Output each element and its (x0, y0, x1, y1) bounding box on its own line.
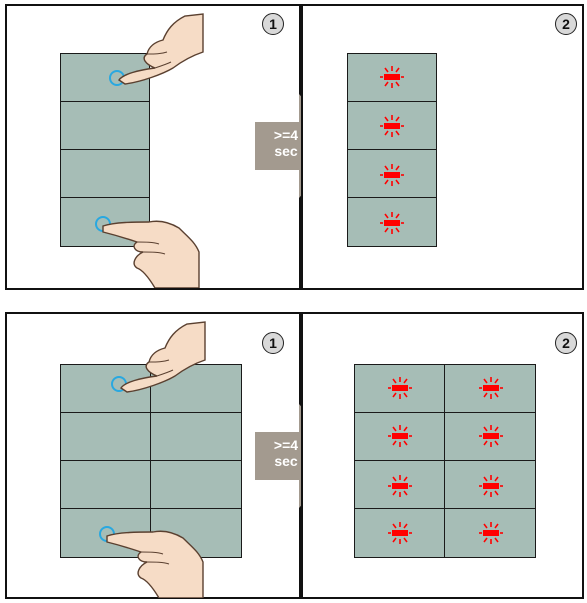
step-number-badge: 1 (262, 332, 284, 354)
led-blink-icon (479, 521, 503, 545)
step-number-badge: 1 (262, 13, 284, 35)
keypad-key (60, 460, 152, 510)
finger-pointing-icon (105, 522, 205, 598)
step-number-badge: 2 (555, 332, 577, 354)
led-blink-icon (380, 163, 404, 187)
led-blink-icon (388, 424, 412, 448)
keypad-key (60, 149, 150, 199)
keypad-key (150, 412, 242, 462)
led-blink-icon (388, 521, 412, 545)
finger-pointing-icon (101, 212, 201, 288)
led-blink-icon (388, 376, 412, 400)
keypad-key (150, 460, 242, 510)
keypad-key (60, 101, 150, 151)
led-blink-icon (380, 65, 404, 89)
led-blink-icon (479, 376, 503, 400)
led-blink-icon (380, 211, 404, 235)
row2-step2-panel: 2 (301, 312, 584, 599)
finger-pointing-icon (117, 318, 207, 398)
step-number-badge: 2 (555, 13, 577, 35)
finger-pointing-icon (115, 10, 205, 90)
led-blink-icon (380, 114, 404, 138)
led-blink-icon (479, 474, 503, 498)
led-blink-icon (388, 474, 412, 498)
keypad-key (60, 412, 152, 462)
led-blink-icon (479, 424, 503, 448)
row1-step2-panel: 2 (301, 4, 584, 290)
